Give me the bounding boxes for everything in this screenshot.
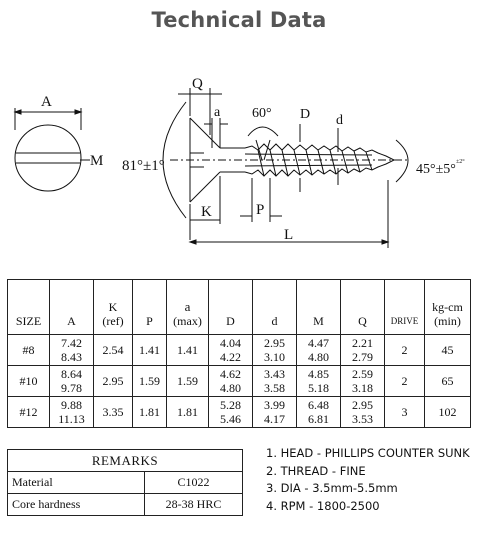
cell-size: #10 [7,365,50,397]
remarks-value-core-hardness: 28-38 HRC [144,493,243,516]
screw-side-view [170,117,410,203]
table-row: Core hardness 28-38 HRC [7,493,243,516]
dim-head-angle-label: 81°±1° [122,158,165,174]
cell-kgcm: 102 [424,396,471,428]
dim-L-label: L [284,227,293,243]
cell-K: 2.95 [93,365,133,397]
head-end-view [13,108,90,192]
note-item: 3. DIA - 3.5mm-5.5mm [266,481,398,495]
col-header-P: P [132,279,167,335]
dim-M-label: M [90,153,103,169]
remarks-label-material: Material [7,471,145,494]
remarks-value-material: C1022 [144,471,243,494]
cell-P: 1.41 [132,334,167,366]
dim-D-label: D [300,107,310,122]
note-item: 1. HEAD - PHILLIPS COUNTER SUNK [266,446,470,460]
remarks-label-core-hardness: Core hardness [7,493,145,516]
dim-thread-angle-label: 60° [252,106,272,121]
cell-P: 1.81 [132,396,167,428]
col-header-kgcm: kg-cm(min) [424,279,471,335]
note-item: 2. THREAD - FINE [266,463,366,478]
col-header-a: a(max) [166,279,209,335]
col-header-size: SIZE [7,279,50,335]
dim-point-angle-tolerance: ±2° [456,158,465,165]
cell-a: 1.59 [166,365,209,397]
page-title: Technical Data [151,8,327,32]
notes-list: 1. HEAD - PHILLIPS COUNTER SUNK 2. THREA… [266,445,470,515]
cell-size: #8 [7,334,50,366]
cell-drive: 2 [384,365,425,397]
cell-K: 3.35 [93,396,133,428]
remarks-header-row: REMARKS [7,449,243,472]
cell-a: 1.81 [166,396,209,428]
col-header-K: K(ref) [93,279,133,335]
col-header-D: D [208,279,253,335]
table-row: Material C1022 [7,471,243,494]
spec-table-header-row: SIZE A K(ref) P a(max) D d M Q DRIVE kg-… [7,279,471,335]
cell-K: 2.54 [93,334,133,366]
col-header-A: A [49,279,94,335]
cell-kgcm: 45 [424,334,471,366]
cell-drive: 3 [384,396,425,428]
spec-table: SIZE A K(ref) P a(max) D d M Q DRIVE kg-… [7,279,471,428]
dim-d-label: d [336,113,343,128]
col-header-Q: Q [340,279,385,335]
dim-A-label: A [41,94,52,110]
cell-drive: 2 [384,334,425,366]
col-header-d: d [252,279,297,335]
col-header-M: M [296,279,341,335]
col-header-drive: DRIVE [384,279,425,335]
dim-Q-label: Q [192,76,203,92]
screw-technical-drawing: A M Q a 60° D d 81°±1° 45°±5° ±2° K P L [13,76,465,248]
dim-a-label: a [214,105,221,120]
cell-kgcm: 65 [424,365,471,397]
remarks-header: REMARKS [7,449,243,472]
dim-point-angle-label: 45°±5° [416,162,456,177]
cell-size: #12 [7,396,50,428]
cell-a: 1.41 [166,334,209,366]
dim-K-label: K [201,204,212,220]
remarks-table: REMARKS Material C1022 Core hardness 28-… [7,449,243,516]
note-item: 4. RPM - 1800-2500 [266,498,380,513]
cell-P: 1.59 [132,365,167,397]
dim-P-label: P [256,202,264,218]
